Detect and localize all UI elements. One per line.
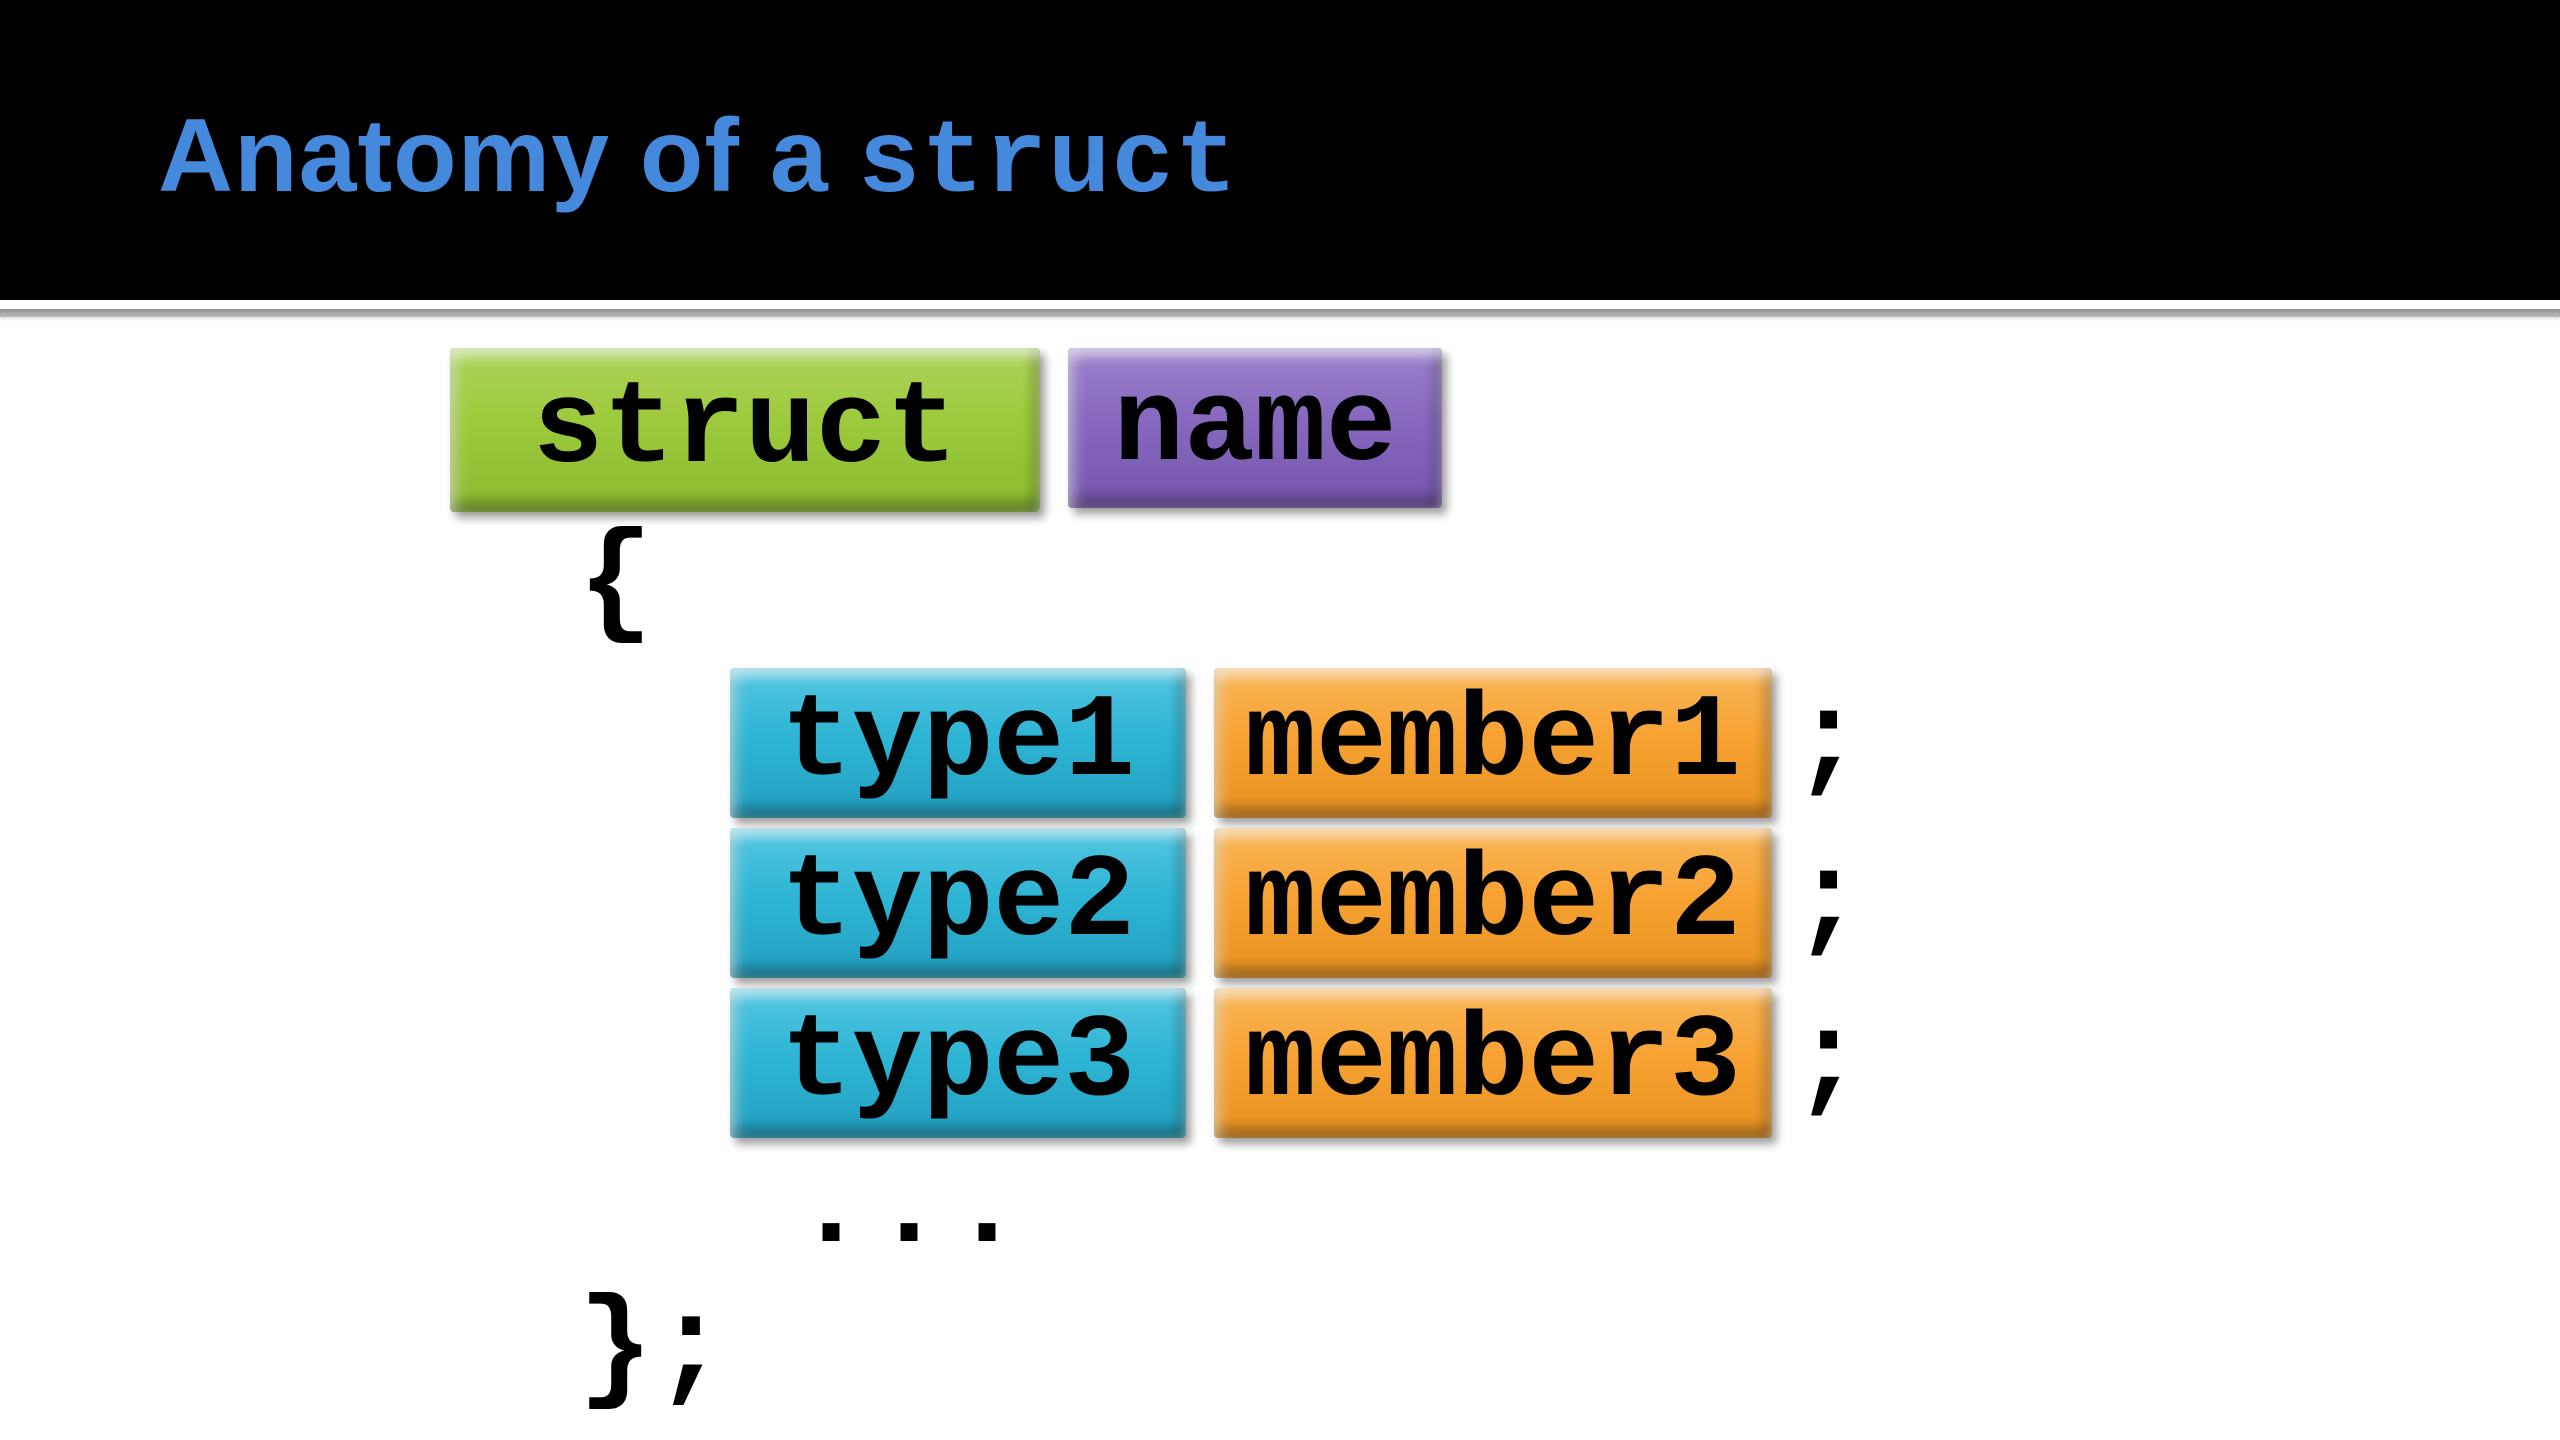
ellipsis: ... — [795, 1142, 1030, 1278]
member-row-1: type1 member1 ; — [0, 668, 2560, 818]
semicolon-1: ; — [1792, 675, 1865, 811]
member-row-3: type3 member3 ; — [0, 988, 2560, 1138]
member-box-3: member3 — [1214, 988, 1772, 1138]
closing-brace-semicolon: }; — [578, 1279, 729, 1421]
open-brace: { — [578, 513, 654, 655]
type-box-3: type3 — [730, 988, 1186, 1138]
type-box-1: type1 — [730, 668, 1186, 818]
struct-keyword-box: struct — [450, 348, 1040, 512]
slide-title-code: struct — [857, 105, 1239, 223]
struct-name-box: name — [1068, 348, 1442, 508]
struct-name-label: name — [1113, 361, 1397, 495]
type-box-2: type2 — [730, 828, 1186, 978]
member-label-1: member1 — [1245, 676, 1741, 810]
member-box-2: member2 — [1214, 828, 1772, 978]
slide-title-text: Anatomy of a — [158, 98, 829, 214]
header-divider — [0, 309, 2560, 317]
member-label-3: member3 — [1245, 996, 1741, 1130]
member-label-2: member2 — [1245, 836, 1741, 970]
type-label-1: type1 — [780, 676, 1136, 810]
semicolon-2: ; — [1792, 835, 1865, 971]
type-label-2: type2 — [780, 836, 1136, 970]
semicolon-3: ; — [1792, 995, 1865, 1131]
member-box-1: member1 — [1214, 668, 1772, 818]
type-label-3: type3 — [780, 996, 1136, 1130]
struct-keyword-label: struct — [532, 363, 958, 497]
member-row-2: type2 member2 ; — [0, 828, 2560, 978]
